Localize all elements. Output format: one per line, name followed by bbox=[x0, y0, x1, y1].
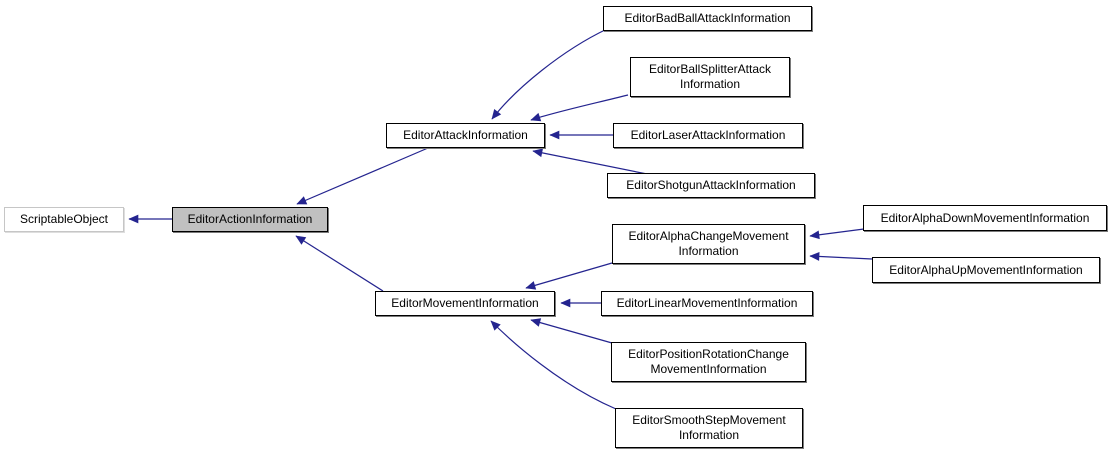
node-editor-shotgun-attack-information[interactable]: EditorShotgunAttackInformation bbox=[607, 173, 815, 198]
node-editor-position-rotation-change-movement-information[interactable]: EditorPositionRotationChange MovementInf… bbox=[611, 342, 806, 382]
node-editor-alpha-change-movement-information[interactable]: EditorAlphaChangeMovement Information bbox=[612, 224, 805, 264]
node-editor-movement-information[interactable]: EditorMovementInformation bbox=[375, 291, 555, 316]
edge-badball-to-attack bbox=[491, 28, 608, 120]
node-editor-ball-splitter-attack-information[interactable]: EditorBallSplitterAttack Information bbox=[630, 57, 790, 97]
edge-posrot-to-movement bbox=[530, 318, 613, 344]
edge-alphaup-to-alphachange bbox=[809, 252, 873, 261]
node-editor-linear-movement-information[interactable]: EditorLinearMovementInformation bbox=[601, 291, 813, 316]
edge-attack-to-action bbox=[296, 147, 429, 205]
node-editor-alpha-up-movement-information[interactable]: EditorAlphaUpMovementInformation bbox=[872, 257, 1100, 283]
edge-alphachange-to-movement bbox=[525, 262, 613, 290]
edge-shotgun-to-attack bbox=[532, 148, 648, 175]
node-editor-bad-ball-attack-information[interactable]: EditorBadBallAttackInformation bbox=[603, 6, 812, 31]
node-editor-smooth-step-movement-information[interactable]: EditorSmoothStepMovement Information bbox=[615, 408, 803, 448]
node-scriptable-object: ScriptableObject bbox=[4, 207, 124, 232]
node-editor-alpha-down-movement-information[interactable]: EditorAlphaDownMovementInformation bbox=[863, 205, 1107, 231]
edge-ballsplitter-to-attack bbox=[530, 94, 629, 122]
node-editor-attack-information[interactable]: EditorAttackInformation bbox=[386, 123, 545, 148]
edge-smoothstep-to-movement bbox=[490, 320, 617, 410]
edge-movement-to-action bbox=[295, 235, 384, 292]
node-editor-laser-attack-information[interactable]: EditorLaserAttackInformation bbox=[613, 123, 803, 148]
edge-alphadown-to-alphachange bbox=[809, 228, 865, 240]
node-editor-action-information: EditorActionInformation bbox=[172, 207, 328, 232]
